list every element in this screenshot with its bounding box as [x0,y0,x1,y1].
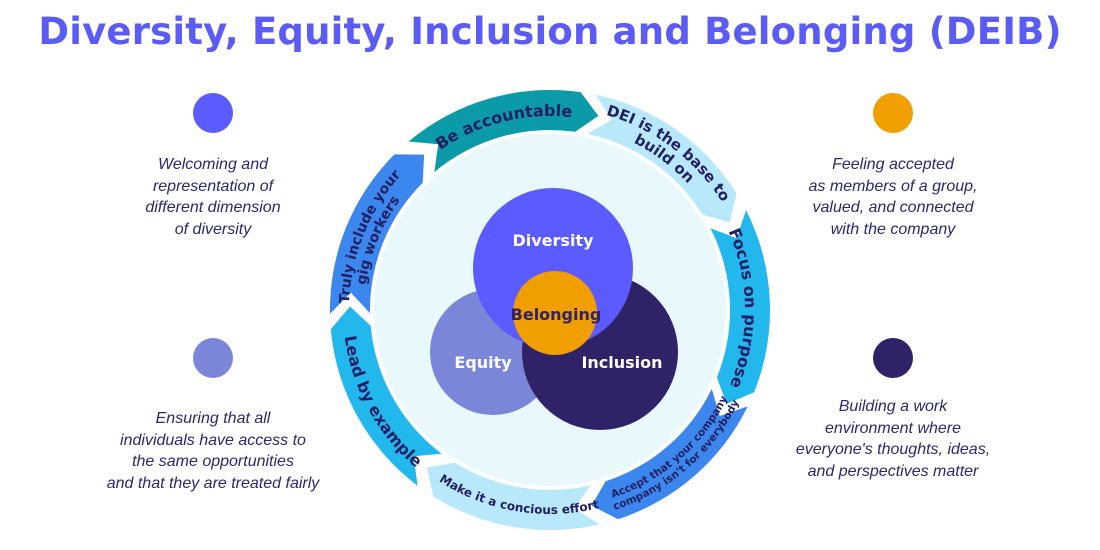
desc-line: and perspectives matter [807,462,979,480]
ring-segment-truly-include [329,154,425,314]
desc-line: representation of [152,177,274,195]
ring-segment-lead-by-example [330,306,442,486]
desc-line: different dimension [145,199,281,216]
desc-line: and that they are treated fairly [106,474,320,492]
ring-segment-concious-effort [426,462,600,531]
ring-segment-be-accountable [408,89,599,173]
desc-line: as members of a group, [808,177,978,195]
belonging-label: Belonging [511,305,602,324]
equity-label: Equity [454,353,512,372]
diversity-label: Diversity [512,231,594,250]
desc-line: with the company [830,220,956,238]
page-title: Diversity, Equity, Inclusion and Belongi… [38,10,1062,53]
desc-line: Building a work [838,398,948,415]
diversity-description: Welcoming and representation of differen… [63,154,363,240]
desc-line: Welcoming and [158,156,268,173]
ring-segment-focus-on-purpose [710,210,771,404]
ring-segment-dei-base [587,94,737,223]
ring-segments [329,89,771,531]
inclusion-description: Building a work environment where everyo… [743,396,1043,482]
equity-dot [193,338,233,378]
belonging-description: Feeling accepted as members of a group, … [743,154,1043,240]
desc-line: the same opportunities [132,453,294,470]
inclusion-label: Inclusion [581,353,662,372]
ring-segment-accept-company [591,388,748,520]
desc-line: Feeling accepted [832,156,954,173]
equity-description: Ensuring that all individuals have acces… [63,408,363,494]
desc-line: individuals have access to [120,431,306,449]
desc-line: Ensuring that all [155,410,271,427]
belonging-dot [873,93,913,133]
desc-line: valued, and connected [812,199,974,216]
desc-line: of diversity [174,220,252,238]
desc-line: environment where [824,419,962,437]
belonging-circle [513,271,597,355]
desc-line: everyone's thoughts, ideas, [795,441,991,458]
diversity-dot [193,93,233,133]
inclusion-dot [873,338,913,378]
